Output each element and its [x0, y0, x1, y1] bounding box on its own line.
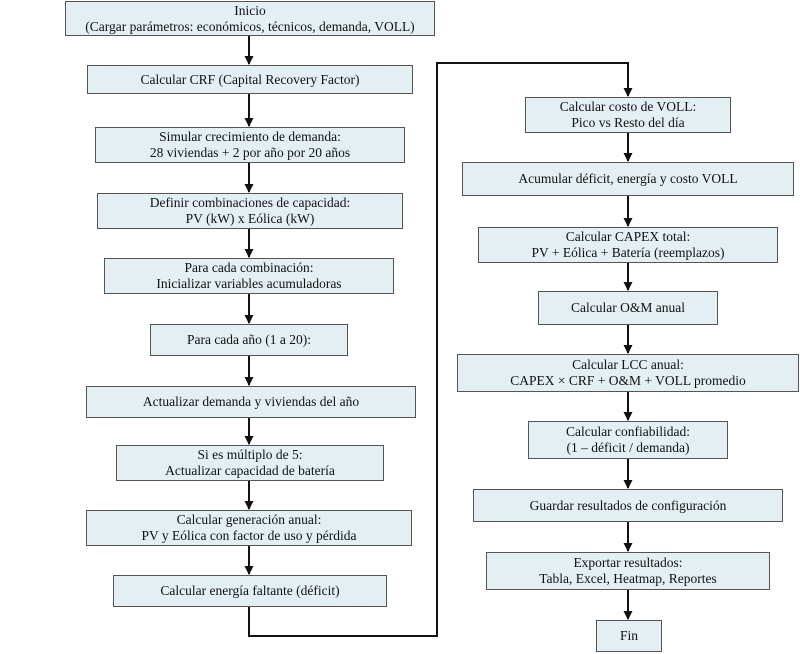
- lcc-box: Calcular LCC anual: CAPEX × CRF + O&M + …: [457, 354, 799, 392]
- box-line: Calcular O&M anual: [571, 300, 685, 315]
- for-each-year-box: Para cada año (1 a 20):: [150, 324, 348, 356]
- define-combinations-box: Definir combinaciones de capacidad: PV (…: [97, 193, 403, 229]
- end-box: Fin: [596, 620, 662, 652]
- accumulate-box: Acumular déficit, energía y costo VOLL: [462, 162, 794, 196]
- box-line: Calcular CAPEX total:: [565, 229, 691, 244]
- save-results-box: Guardar resultados de configuración: [473, 489, 783, 522]
- box-line: Si es múltiplo de 5:: [197, 447, 303, 462]
- simulate-demand-box: Simular crecimiento de demanda: 28 vivie…: [95, 127, 405, 163]
- box-line: Definir combinaciones de capacidad:: [149, 195, 351, 210]
- box-line: Inicializar variables acumuladoras: [156, 276, 342, 291]
- box-line: Para cada combinación:: [184, 260, 314, 275]
- box-line: Calcular costo de VOLL:: [559, 99, 697, 114]
- deficit-box: Calcular energía faltante (déficit): [113, 575, 387, 607]
- om-box: Calcular O&M anual: [538, 291, 718, 325]
- box-line: (1 – déficit / demanda): [566, 440, 690, 455]
- multiple-of-five-box: Si es múltiplo de 5: Actualizar capacida…: [116, 445, 384, 481]
- box-line: PV y Eólica con factor de uso y pérdida: [141, 528, 357, 543]
- start-box: Inicio (Cargar parámetros: económicos, t…: [65, 1, 435, 36]
- calc-crf-box: Calcular CRF (Capital Recovery Factor): [87, 65, 413, 94]
- box-line: Exportar resultados:: [573, 555, 683, 570]
- box-line: Calcular CRF (Capital Recovery Factor): [140, 71, 360, 87]
- voll-cost-box: Calcular costo de VOLL: Pico vs Resto de…: [525, 97, 731, 133]
- box-line: (Cargar parámetros: económicos, técnicos…: [85, 18, 415, 34]
- box-line: Calcular confiabilidad:: [565, 424, 691, 439]
- box-line: Fin: [619, 628, 638, 643]
- annual-generation-box: Calcular generación anual: PV y Eólica c…: [86, 510, 412, 546]
- capex-box: Calcular CAPEX total: PV + Eólica + Bate…: [478, 227, 778, 263]
- box-line: Tabla, Excel, Heatmap, Reportes: [539, 571, 717, 586]
- box-line: CAPEX × CRF + O&M + VOLL promedio: [510, 373, 746, 388]
- box-line: Pico vs Resto del día: [571, 115, 685, 130]
- box-line: Simular crecimiento de demanda:: [159, 129, 341, 144]
- box-line: PV + Eólica + Batería (reemplazos): [531, 245, 725, 260]
- bridge-connector: [248, 62, 633, 637]
- box-line: Guardar resultados de configuración: [529, 497, 727, 513]
- box-line: Actualizar demanda y viviendas del año: [142, 394, 360, 409]
- reliability-box: Calcular confiabilidad: (1 – déficit / d…: [528, 421, 728, 459]
- box-line: Calcular energía faltante (déficit): [160, 583, 340, 598]
- box-line: PV (kW) x Eólica (kW): [185, 211, 315, 226]
- box-line: 28 viviendas + 2 por año por 20 años: [149, 145, 351, 160]
- box-line: Actualizar capacidad de batería: [165, 463, 335, 478]
- export-results-box: Exportar resultados: Tabla, Excel, Heatm…: [486, 552, 770, 590]
- box-line: Calcular generación anual:: [176, 512, 322, 527]
- box-line: Calcular LCC anual:: [572, 357, 684, 372]
- box-line: Acumular déficit, energía y costo VOLL: [518, 171, 738, 186]
- for-each-combination-box: Para cada combinación: Inicializar varia…: [104, 258, 394, 294]
- box-line: Inicio: [234, 2, 266, 18]
- update-demand-box: Actualizar demanda y viviendas del año: [86, 386, 416, 418]
- box-line: Para cada año (1 a 20):: [186, 332, 312, 347]
